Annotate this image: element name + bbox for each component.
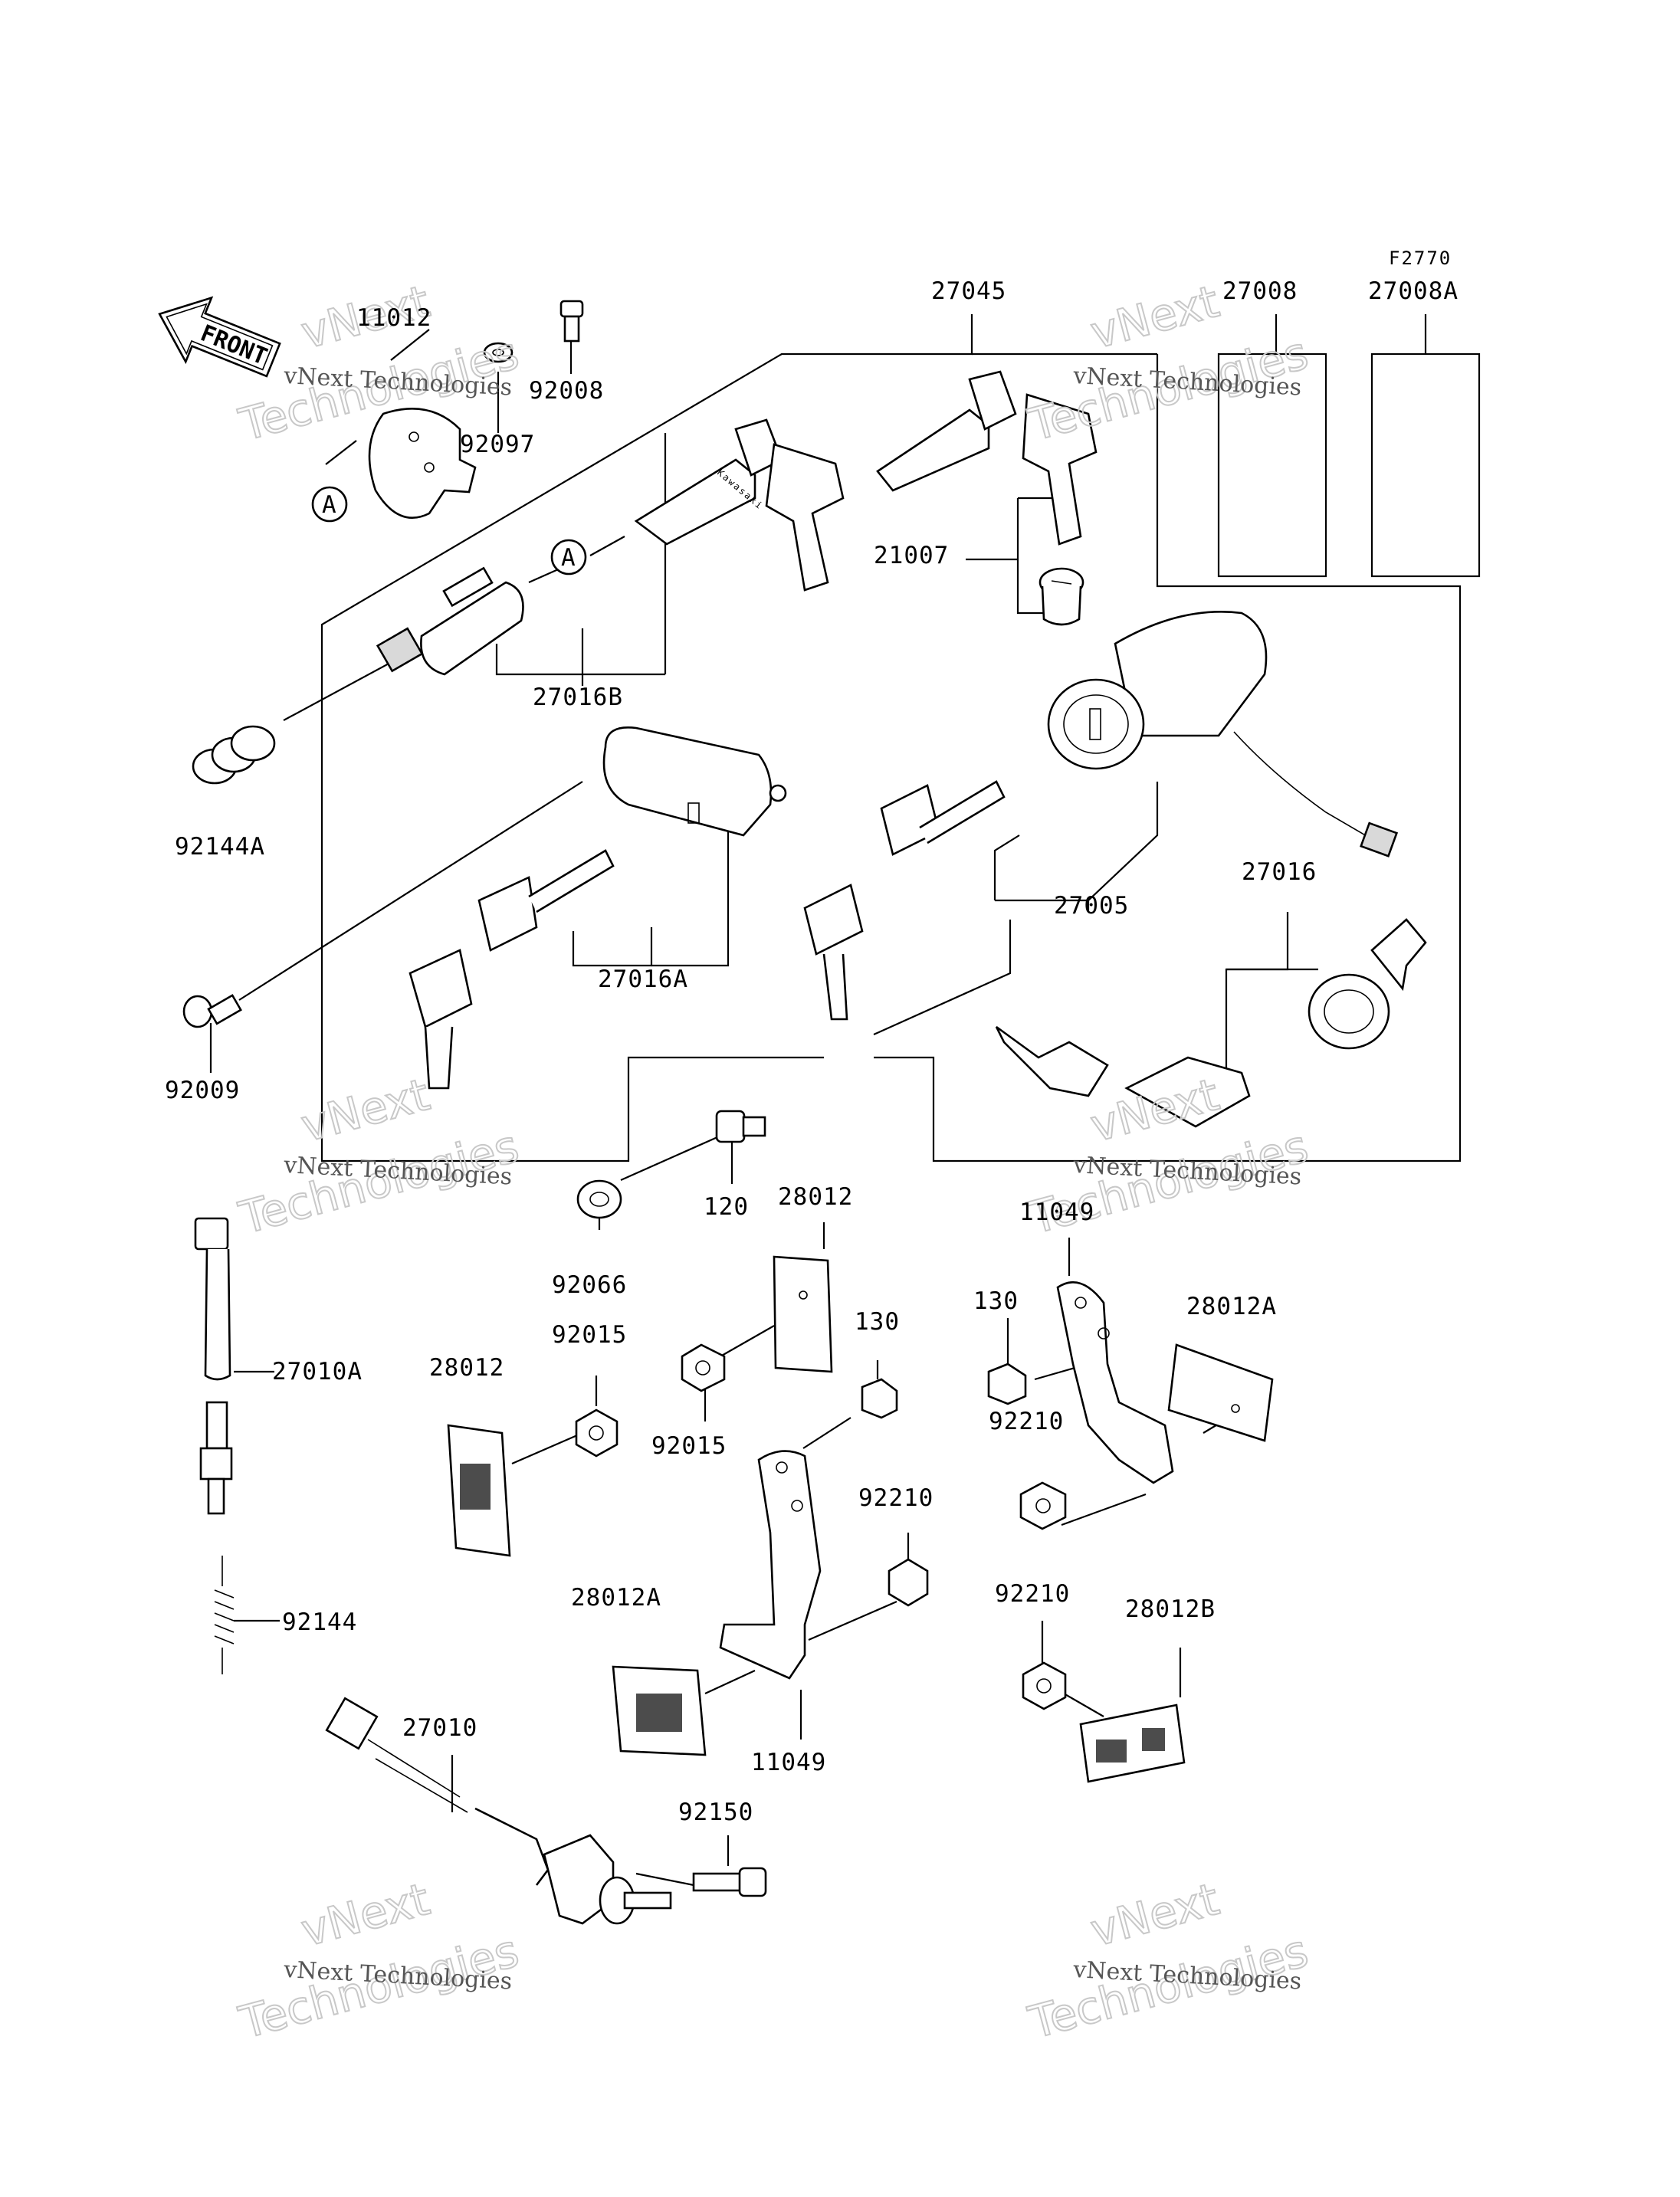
label-27005: 27005 bbox=[1054, 892, 1129, 920]
label-92015-left: 92015 bbox=[552, 1321, 627, 1349]
svg-text:vNext: vNext bbox=[1085, 275, 1224, 359]
svg-text:vNext: vNext bbox=[296, 1873, 435, 1957]
nut-92210-mid bbox=[888, 1558, 929, 1607]
spring-92144a bbox=[192, 725, 276, 785]
bolt-92150 bbox=[692, 1867, 767, 1897]
label-28012-top: 28012 bbox=[778, 1183, 853, 1211]
reflector-28012a-right bbox=[1167, 1343, 1274, 1442]
key-pair-27016 bbox=[995, 1025, 1251, 1128]
reflector-28012-top bbox=[773, 1255, 833, 1373]
bolt-130-mid bbox=[861, 1378, 898, 1419]
label-27010: 27010 bbox=[402, 1714, 477, 1742]
label-27016a: 27016A bbox=[598, 966, 688, 993]
nut-92015-left bbox=[575, 1408, 619, 1458]
key-pair-27045 bbox=[876, 370, 1098, 546]
label-11049-top: 11049 bbox=[1019, 1199, 1094, 1226]
screw-92009 bbox=[182, 994, 242, 1028]
label-11012: 11012 bbox=[356, 304, 431, 332]
callout-a-lower: A bbox=[550, 539, 587, 575]
label-92008: 92008 bbox=[529, 377, 604, 405]
spring-92144 bbox=[214, 1556, 235, 1674]
screw-92008 bbox=[559, 300, 584, 343]
key-pair-27005 bbox=[803, 780, 1006, 1021]
nut-92210-right bbox=[1019, 1481, 1067, 1530]
cylinder-27016b bbox=[376, 566, 524, 676]
label-27045: 27045 bbox=[931, 277, 1006, 305]
reflector-28012b bbox=[1079, 1703, 1186, 1783]
reflector-28012a-mid bbox=[612, 1665, 707, 1756]
label-11049-low: 11049 bbox=[751, 1749, 826, 1776]
watermark-mid-left: vNext Technologies vNext Technologies bbox=[233, 1067, 524, 1245]
label-21007: 21007 bbox=[874, 542, 949, 569]
reflector-28012-left bbox=[447, 1424, 511, 1557]
nut-92210-low bbox=[1022, 1661, 1067, 1710]
plate-11012 bbox=[368, 408, 477, 519]
nut-92015-mid bbox=[681, 1343, 726, 1392]
ignition-switch-27005 bbox=[1047, 611, 1399, 857]
label-27016: 27016 bbox=[1242, 858, 1317, 886]
bracket-11049-mid bbox=[719, 1450, 822, 1680]
grommet-92066 bbox=[576, 1179, 622, 1219]
label-120: 120 bbox=[704, 1193, 749, 1221]
label-92144a: 92144A bbox=[175, 833, 265, 861]
label-92210-low: 92210 bbox=[995, 1580, 1070, 1608]
switch-27010 bbox=[325, 1697, 672, 1925]
svg-text:vNext: vNext bbox=[1085, 1873, 1224, 1957]
label-92210-right: 92210 bbox=[989, 1408, 1064, 1435]
label-28012a-right: 28012A bbox=[1186, 1293, 1277, 1320]
label-92009: 92009 bbox=[165, 1077, 240, 1104]
bolt-120 bbox=[715, 1110, 766, 1143]
callout-a-upper: A bbox=[311, 486, 348, 523]
label-27010a: 27010A bbox=[272, 1358, 363, 1385]
washer-92097 bbox=[483, 342, 514, 363]
key-pair-27016b: Kawasaki bbox=[634, 418, 845, 592]
label-92015-mid: 92015 bbox=[651, 1432, 727, 1460]
switch-27010a bbox=[194, 1217, 233, 1515]
label-92097: 92097 bbox=[460, 431, 535, 458]
watermark-bottom-right: vNext Technologies vNext Technologies bbox=[1022, 1872, 1314, 2050]
label-130-right: 130 bbox=[973, 1287, 1019, 1315]
label-130-mid: 130 bbox=[855, 1308, 900, 1336]
svg-text:A: A bbox=[561, 544, 576, 572]
part-labels: F2770 11012 92008 92097 27045 27008 2700… bbox=[165, 248, 1459, 1826]
label-27008a: 27008A bbox=[1368, 277, 1459, 305]
label-28012a-mid: 28012A bbox=[571, 1584, 661, 1612]
housing-27016a bbox=[602, 726, 787, 837]
label-92150: 92150 bbox=[678, 1799, 753, 1826]
watermark-bottom-left: vNext Technologies vNext Technologies bbox=[233, 1872, 524, 2050]
bolt-130-right bbox=[987, 1362, 1027, 1405]
label-27008: 27008 bbox=[1222, 277, 1298, 305]
key-pair-27016a bbox=[409, 849, 615, 1090]
label-92144: 92144 bbox=[282, 1608, 357, 1636]
svg-text:A: A bbox=[322, 491, 337, 519]
svg-text:vNext: vNext bbox=[296, 1068, 435, 1153]
label-27016b: 27016B bbox=[533, 684, 623, 711]
front-arrow-icon: FRONT bbox=[158, 296, 281, 378]
leader-lines bbox=[209, 314, 1481, 1887]
label-28012-left: 28012 bbox=[429, 1354, 504, 1382]
label-92210-mid: 92210 bbox=[858, 1484, 934, 1512]
cap-21007 bbox=[1039, 567, 1084, 626]
bracket-11049-right bbox=[1056, 1281, 1174, 1484]
label-28012b: 28012B bbox=[1125, 1595, 1216, 1623]
figure-code: F2770 bbox=[1389, 248, 1452, 269]
label-92066: 92066 bbox=[552, 1271, 627, 1299]
lock-27016 bbox=[1308, 918, 1427, 1050]
